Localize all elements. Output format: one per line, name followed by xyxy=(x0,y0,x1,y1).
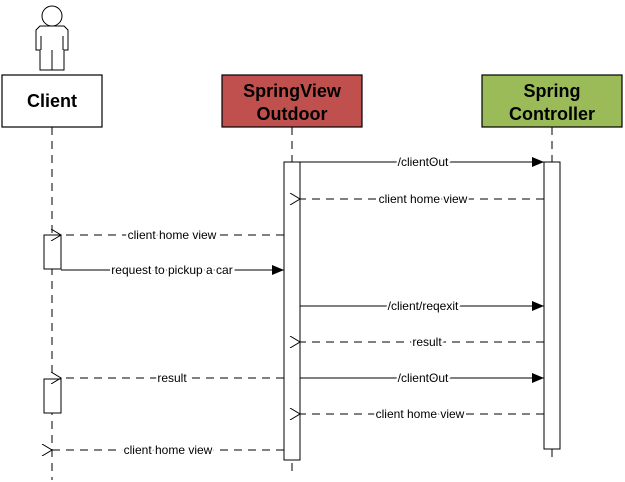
message-6: result xyxy=(300,333,544,351)
participant-springview: SpringView Outdoor xyxy=(221,74,363,128)
message-1-label: /clientOut xyxy=(398,155,449,169)
message-4: request to pickup a car xyxy=(61,261,284,279)
participant-client-label-0: Client xyxy=(27,91,77,111)
message-10-label: client home view xyxy=(124,443,213,457)
activation-client-2 xyxy=(43,378,62,414)
message-3-label: client home view xyxy=(128,228,217,242)
participant-controller-label-0: Spring xyxy=(524,81,581,101)
message-7: result xyxy=(61,369,284,387)
message-5-label: /client/reqexit xyxy=(388,299,459,313)
activation-springview xyxy=(283,161,301,461)
activation-client-1 xyxy=(43,234,62,270)
message-6-label: result xyxy=(412,335,442,349)
message-4-label: request to pickup a car xyxy=(111,263,232,277)
message-1: /clientOut xyxy=(300,153,544,171)
message-7-label: result xyxy=(157,371,187,385)
participant-client: Client xyxy=(1,74,103,128)
message-8: /clientOut xyxy=(300,369,544,387)
message-9: client home view xyxy=(300,405,544,423)
participant-springview-label-1: Outdoor xyxy=(257,104,328,124)
message-5: /client/reqexit xyxy=(300,297,544,315)
message-3: client home view xyxy=(61,226,284,244)
participant-controller: Spring Controller xyxy=(481,74,623,128)
message-2: client home view xyxy=(300,190,544,208)
activation-controller xyxy=(543,161,561,450)
message-9-label: client home view xyxy=(376,407,465,421)
participant-controller-label-1: Controller xyxy=(509,104,595,124)
participant-springview-label-0: SpringView xyxy=(243,81,342,101)
message-8-label: /clientOut xyxy=(398,371,449,385)
message-2-label: client home view xyxy=(379,192,468,206)
client-actor-icon xyxy=(35,5,69,71)
message-10: client home view xyxy=(52,441,284,459)
